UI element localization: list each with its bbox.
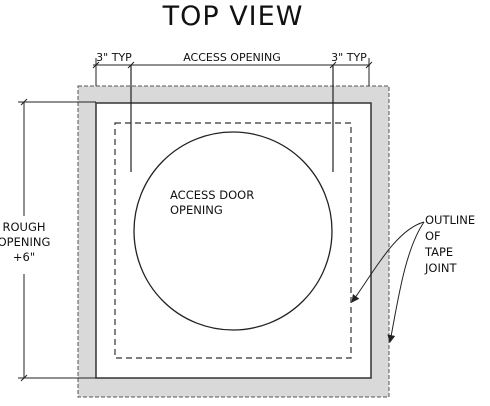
tick-2	[127, 61, 135, 69]
tape-joint-label-line-2: OF	[425, 229, 441, 243]
rough-opening-line-2: OPENING	[0, 235, 50, 249]
tick-6	[20, 374, 28, 382]
access-opening-label: ACCESS OPENING	[183, 51, 281, 64]
tick-1	[92, 61, 100, 69]
tape-joint-label-line-3: TAPE	[424, 245, 453, 259]
dashed-access-outline	[114, 122, 352, 359]
leader-arrow-inner	[351, 221, 425, 303]
tick-5	[20, 98, 28, 106]
access-door-label-line-2: OPENING	[170, 203, 223, 217]
tape-joint-label-line-1: OUTLINE	[425, 213, 475, 227]
rough-opening-label-bg	[0, 216, 50, 274]
tick-4	[365, 61, 373, 69]
access-door-label-line-1: ACCESS DOOR	[170, 188, 254, 202]
rough-opening-line-3: +6"	[13, 250, 35, 264]
tape-joint-label-line-4: JOINT	[424, 261, 457, 275]
left-typ-label: 3" TYP	[96, 51, 132, 64]
rough-opening-line-1: ROUGH	[2, 220, 45, 234]
tick-3	[329, 61, 337, 69]
leader-arrow-outer	[387, 221, 425, 343]
access-door-circle	[133, 131, 333, 331]
diagram-title: TOP VIEW	[162, 1, 304, 32]
right-typ-label: 3" TYP	[331, 51, 367, 64]
